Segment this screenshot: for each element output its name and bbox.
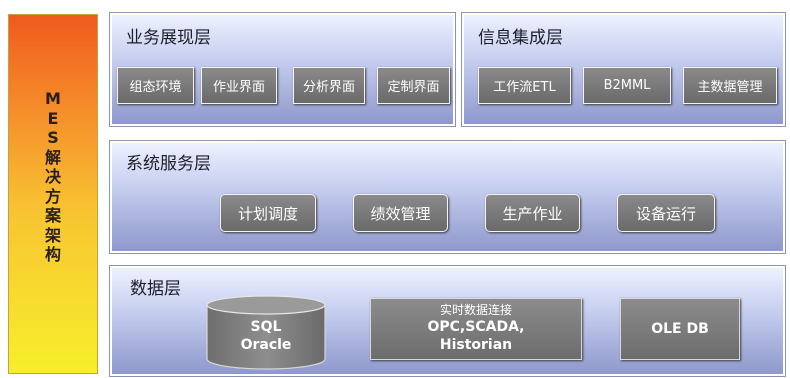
database-line: Oracle xyxy=(240,337,292,353)
side-title-char: 解 xyxy=(44,147,61,167)
master-data-box: 主数据管理 xyxy=(683,67,777,104)
side-title-char: M xyxy=(45,89,61,108)
analysis-ui-box: 分析界面 xyxy=(293,67,365,104)
realtime-data-line: OPC,SCADA, xyxy=(427,319,525,335)
side-title-char: S xyxy=(47,128,59,147)
b2mml-box: B2MML xyxy=(583,67,671,104)
equipment-ops-box: 设备运行 xyxy=(617,194,715,232)
side-title-char: E xyxy=(47,108,59,128)
realtime-data-box: 实时数据连接 OPC,SCADA, Historian xyxy=(370,298,582,360)
mes-solution-side-bar: M E S 解 决 方 案 架 构 xyxy=(8,14,98,374)
side-title-char: 架 xyxy=(44,225,61,245)
data-layer-title: 数据层 xyxy=(130,279,181,299)
info-integration-layer-title: 信息集成层 xyxy=(478,28,563,48)
side-title-char: 方 xyxy=(44,186,61,206)
performance-mgmt-box: 绩效管理 xyxy=(353,194,448,232)
planning-scheduling-box: 计划调度 xyxy=(220,194,316,232)
production-ops-box: 生产作业 xyxy=(485,194,580,232)
realtime-data-line: Historian xyxy=(439,337,513,353)
side-title-char: 决 xyxy=(44,167,61,186)
database-cylinder-icon xyxy=(206,295,326,370)
operation-ui-box: 作业界面 xyxy=(201,67,277,104)
mes-solution-title: M E S 解 决 方 案 架 构 xyxy=(9,89,97,265)
custom-ui-box: 定制界面 xyxy=(377,67,450,104)
realtime-data-line: 实时数据连接 xyxy=(439,303,512,317)
system-service-layer-title: 系统服务层 xyxy=(126,154,211,174)
workflow-etl-box: 工作流ETL xyxy=(478,67,571,104)
business-layer-title: 业务展现层 xyxy=(126,28,211,48)
database-label: SQL Oracle xyxy=(206,318,326,354)
side-title-char: 构 xyxy=(44,245,61,264)
side-title-char: 案 xyxy=(44,206,61,225)
database-line: SQL xyxy=(250,319,282,335)
config-env-box: 组态环境 xyxy=(117,67,194,104)
ole-db-box: OLE DB xyxy=(620,298,740,360)
